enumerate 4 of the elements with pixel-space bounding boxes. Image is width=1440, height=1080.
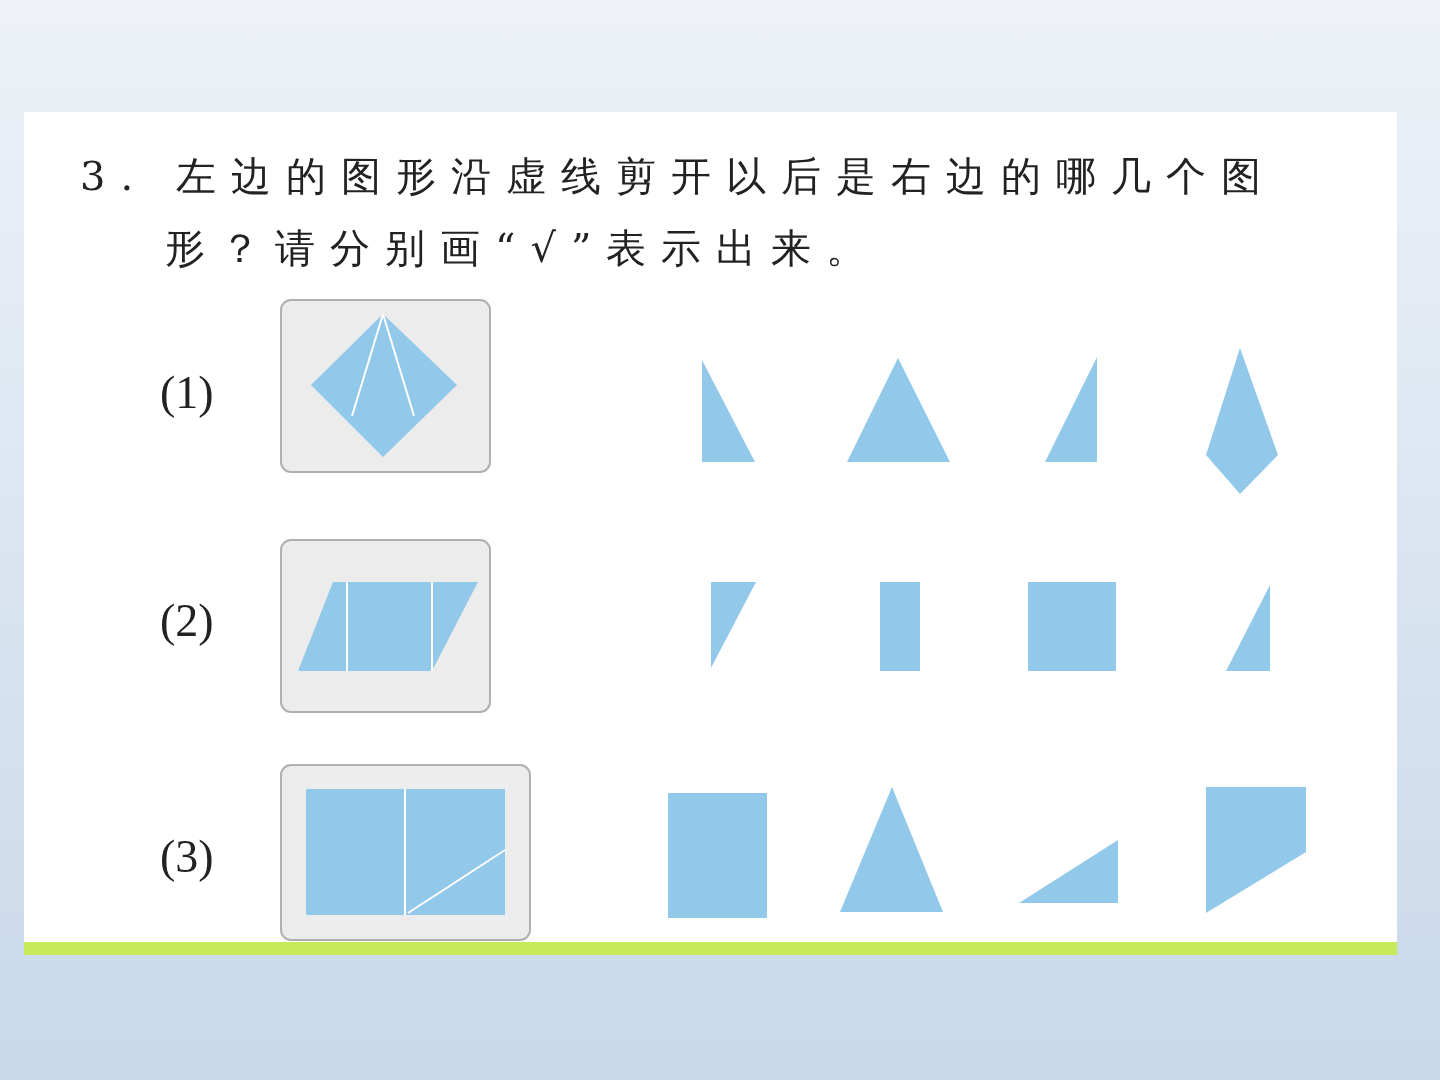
item-number: (1) — [160, 366, 214, 419]
item-number: (2) — [160, 594, 214, 647]
question-text: 3. 左边的图形沿虚线剪开以后是右边的哪几个图形？请分别画“√”表示出来。 — [80, 152, 1277, 273]
item-number: (3) — [160, 830, 214, 883]
